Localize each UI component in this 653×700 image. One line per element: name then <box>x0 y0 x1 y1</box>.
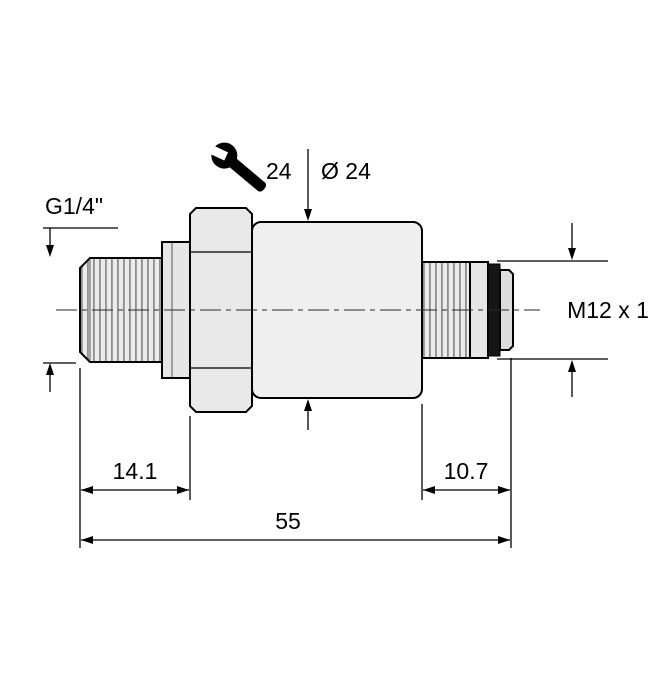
wrench-icon <box>204 142 267 192</box>
hex-nut <box>189 207 253 413</box>
connector-length-arrow-left <box>423 486 435 494</box>
port-length-dimension: 14.1 <box>81 458 189 494</box>
body-diameter-callout: Ø 24 <box>304 149 371 430</box>
connector-length-value: 10.7 <box>444 458 489 484</box>
overall-length-value: 55 <box>275 508 301 534</box>
port-thread-label: G1/4" <box>45 193 103 219</box>
port-length-arrow-left <box>81 486 93 494</box>
body-diameter-label: Ø 24 <box>321 158 371 184</box>
connector-length-dimension: 10.7 <box>423 458 510 494</box>
port-dim-arrow-down <box>46 245 54 257</box>
length-dimensions: 14.1 10.7 55 <box>79 358 512 548</box>
connector-dim-arrow-down <box>568 248 576 260</box>
diameter-arrow-bottom <box>304 399 312 411</box>
wrench-size-label: 24 <box>266 158 292 184</box>
overall-length-dimension: 55 <box>81 508 510 544</box>
wrench-size-callout: 24 <box>204 142 292 192</box>
connector-dim-arrow-up <box>568 360 576 372</box>
overall-length-arrow-right <box>498 536 510 544</box>
diameter-arrow-top <box>304 209 312 221</box>
port-dim-arrow-up <box>46 363 54 375</box>
connector-length-arrow-right <box>498 486 510 494</box>
port-length-value: 14.1 <box>113 458 158 484</box>
connector-thread-label: M12 x 1 <box>567 297 649 323</box>
connector-diameter-dimension: M12 x 1 <box>497 223 649 397</box>
overall-length-arrow-left <box>81 536 93 544</box>
port-diameter-dimension: G1/4" <box>43 193 118 392</box>
port-length-arrow-right <box>177 486 189 494</box>
